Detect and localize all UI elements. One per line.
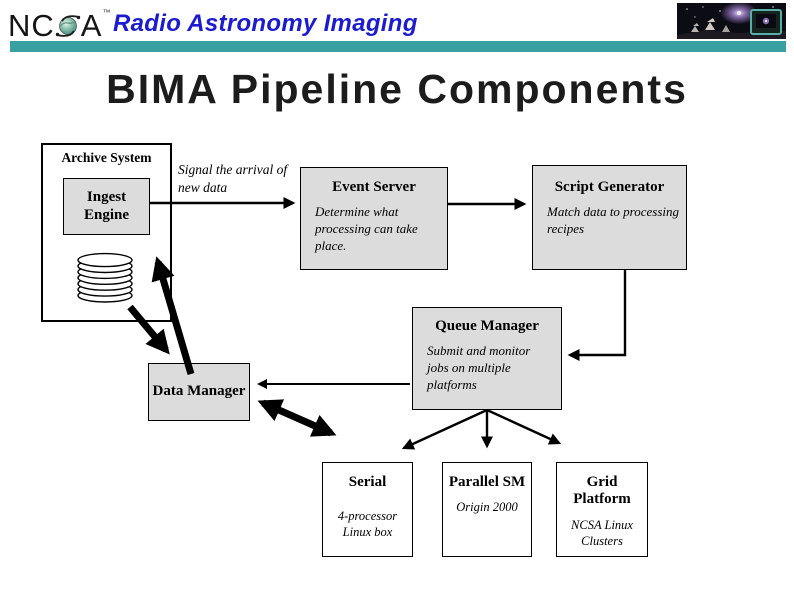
event-server-description: Determine what processing can take place… bbox=[315, 204, 418, 253]
queue-manager-title: Queue Manager bbox=[435, 318, 539, 334]
database-icon bbox=[77, 252, 133, 303]
edge-datamanager-platforms-bidirectional bbox=[257, 399, 337, 437]
header-title: Radio Astronomy Imaging bbox=[113, 10, 418, 37]
node-data-manager: Data Manager bbox=[148, 363, 250, 421]
ncsa-logo: NC A ™ bbox=[8, 7, 110, 43]
data-manager-title: Data Manager bbox=[152, 383, 246, 400]
edge-queue-to-serial bbox=[401, 408, 488, 450]
parallel-sm-title: Parallel SM bbox=[448, 474, 526, 490]
node-ingest-engine: Ingest Engine bbox=[63, 178, 150, 235]
observatory-image bbox=[677, 3, 786, 39]
parallel-sm-description: Origin 2000 bbox=[456, 500, 518, 515]
node-parallel-sm: Parallel SM Origin 2000 bbox=[442, 462, 532, 557]
serial-title: Serial bbox=[348, 474, 387, 490]
node-grid-platform: Grid Platform NCSA Linux Clusters bbox=[556, 462, 648, 557]
script-generator-title: Script Generator bbox=[554, 179, 665, 195]
grid-platform-description: NCSA Linux Clusters bbox=[571, 517, 633, 548]
signal-note: Signal the arrival of new data bbox=[178, 162, 288, 195]
header-divider-bar bbox=[10, 41, 786, 52]
script-generator-description: Match data to processing recipes bbox=[547, 204, 680, 236]
grid-platform-title: Grid Platform bbox=[573, 474, 631, 508]
globe-icon bbox=[55, 15, 80, 37]
ncsa-logo-text-pre: NC bbox=[8, 7, 55, 43]
slide-title: BIMA Pipeline Components bbox=[106, 66, 688, 112]
ncsa-logo-text-post: A bbox=[80, 7, 103, 43]
queue-manager-description: Submit and monitor jobs on multiple plat… bbox=[427, 343, 531, 392]
trademark-symbol: ™ bbox=[102, 8, 111, 17]
node-serial: Serial 4-processor Linux box bbox=[322, 462, 413, 557]
node-queue-manager: Queue Manager Submit and monitor jobs on… bbox=[412, 307, 562, 410]
node-script-generator: Script Generator Match data to processin… bbox=[532, 165, 687, 270]
archive-system-label: Archive System bbox=[61, 150, 152, 165]
edge-script-to-queue bbox=[567, 269, 627, 361]
event-server-title: Event Server bbox=[332, 179, 416, 195]
ingest-engine-title: Ingest Engine bbox=[83, 189, 129, 223]
serial-description: 4-processor Linux box bbox=[337, 509, 398, 540]
node-event-server: Event Server Determine what processing c… bbox=[300, 167, 448, 270]
edge-queue-to-grid bbox=[486, 408, 562, 445]
